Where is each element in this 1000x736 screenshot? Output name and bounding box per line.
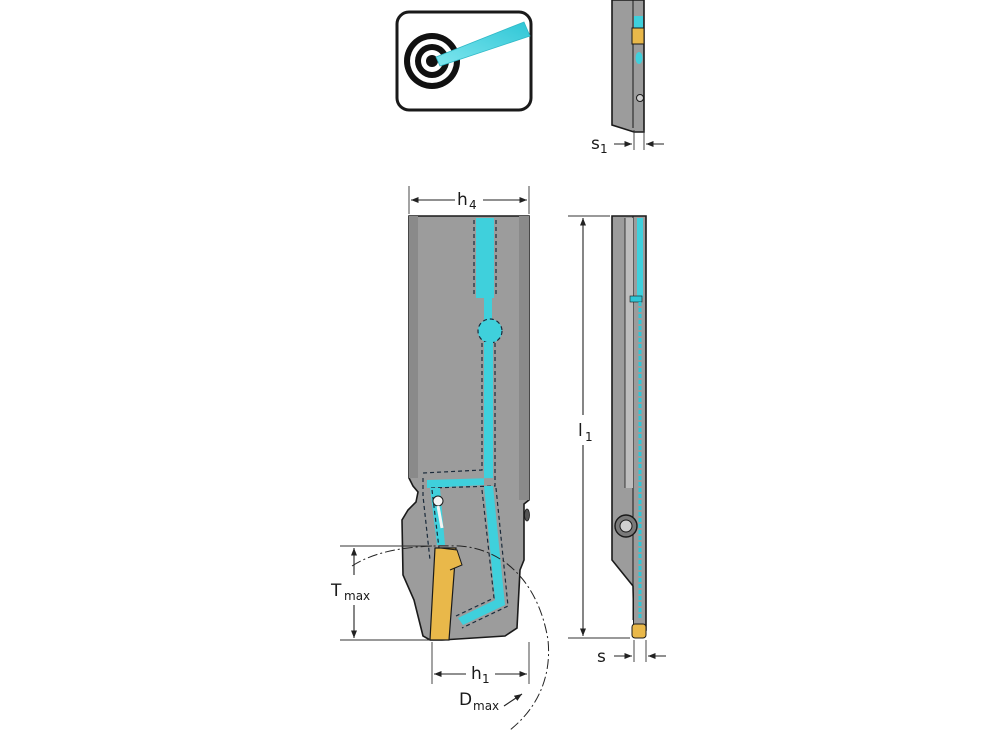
dimension-h1: h 1 [431,642,530,686]
label-h1-sub: 1 [482,672,490,686]
label-dmax-sub: max [473,699,499,713]
label-s1: s [591,134,600,154]
side-view-top [611,0,645,133]
label-dmax: D [459,690,472,710]
dimension-dmax: D max [459,690,523,713]
dimension-l1: l 1 [568,215,630,639]
label-h1: h [471,664,482,684]
label-l1-sub: 1 [585,430,593,444]
dmax-arc [351,545,550,731]
dimension-s1: s 1 [591,130,664,156]
side-view-main [611,215,647,639]
dimension-h4: h 4 [408,186,530,214]
dimension-tmax: T max [330,545,432,641]
label-l1: l [578,421,583,441]
label-s1-sub: 1 [600,142,608,156]
label-tmax: T [330,581,342,601]
label-h4-sub: 4 [469,198,477,212]
label-s: s [597,647,606,667]
tool-holder-front-view [401,215,530,641]
label-tmax-sub: max [344,589,370,603]
dimension-s: s [597,640,666,667]
internal-coolant-target-icon [395,10,533,112]
label-h4: h [457,190,468,210]
